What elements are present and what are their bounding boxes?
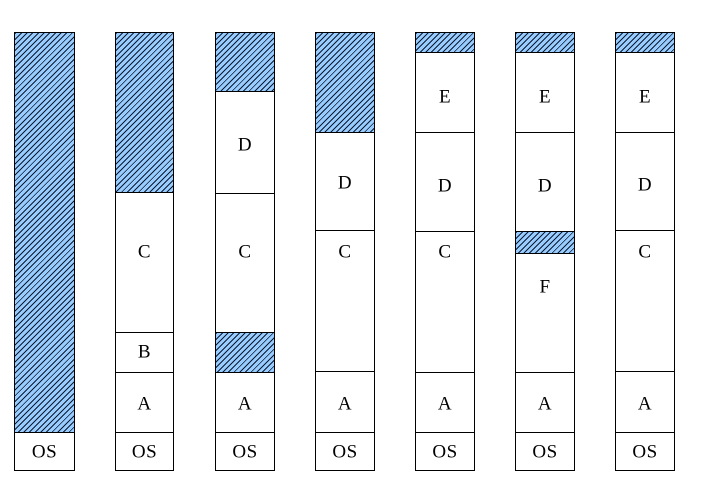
memory-column-2: C B A OS <box>115 32 174 471</box>
segment-OS: OS <box>616 433 674 470</box>
segment-label-A: A <box>137 393 152 415</box>
segment-label-OS: OS <box>432 441 458 463</box>
memory-column-1: OS <box>14 32 75 471</box>
segment-label-D: D <box>537 175 553 197</box>
segment-label-F: F <box>539 276 551 298</box>
segment-label-D: D <box>437 175 453 197</box>
segment-OS: OS <box>15 433 74 470</box>
segment-E: E <box>416 53 474 133</box>
segment-label-D: D <box>337 172 353 194</box>
segment-label-A: A <box>237 393 253 415</box>
segment-C: C <box>116 193 173 333</box>
segment-label-C: C <box>638 241 652 263</box>
segment-D: D <box>616 133 674 231</box>
segment-OS: OS <box>316 433 374 470</box>
segment-D: D <box>416 133 474 232</box>
segment-label-C: C <box>137 241 152 263</box>
segment-A: A <box>516 373 574 433</box>
segment-A: A <box>316 372 374 433</box>
segment-label-OS: OS <box>532 441 558 463</box>
segment-E: E <box>616 53 674 133</box>
segment-A: A <box>216 373 274 433</box>
memory-column-5: E D C A OS <box>415 32 475 471</box>
segment-label-OS: OS <box>31 441 58 463</box>
memory-column-4: D C A OS <box>315 32 375 471</box>
segment-C: C <box>416 232 474 373</box>
segment-OS: OS <box>116 433 173 470</box>
segment-label-E: E <box>638 86 652 108</box>
free-region-hatch <box>216 33 274 92</box>
segment-E: E <box>516 53 574 133</box>
segment-C: C <box>616 231 674 372</box>
segment-D: D <box>516 133 574 232</box>
segment-label-C: C <box>438 241 452 263</box>
segment-label-E: E <box>438 86 452 108</box>
free-region-hatch <box>316 33 374 133</box>
free-region-hatch <box>416 33 474 53</box>
segment-C: C <box>216 194 274 333</box>
memory-column-7: E D C A OS <box>615 32 675 471</box>
segment-OS: OS <box>216 433 274 470</box>
segment-OS: OS <box>516 433 574 470</box>
segment-label-D: D <box>637 174 653 196</box>
segment-label-OS: OS <box>632 441 658 463</box>
segment-A: A <box>116 373 173 433</box>
memory-column-3: D C A OS <box>215 32 275 471</box>
segment-C: C <box>316 231 374 372</box>
segment-D: D <box>316 133 374 231</box>
segment-F: F <box>516 254 574 373</box>
free-region-hatch <box>116 33 173 193</box>
segment-label-A: A <box>337 393 353 415</box>
segment-label-C: C <box>338 241 352 263</box>
segment-label-C: C <box>238 241 252 263</box>
free-region-hatch <box>516 33 574 53</box>
segment-B: B <box>116 333 173 373</box>
memory-column-6: E D F A OS <box>515 32 575 471</box>
segment-label-OS: OS <box>332 441 358 463</box>
segment-OS: OS <box>416 433 474 470</box>
segment-label-OS: OS <box>232 441 258 463</box>
segment-label-D: D <box>237 134 253 156</box>
segment-label-A: A <box>437 393 453 415</box>
segment-D: D <box>216 92 274 194</box>
segment-label-B: B <box>137 341 152 363</box>
free-region-hatch <box>516 232 574 254</box>
free-region-hatch <box>216 333 274 373</box>
segment-label-OS: OS <box>131 441 158 463</box>
segment-A: A <box>616 372 674 433</box>
segment-label-A: A <box>537 393 553 415</box>
free-region-hatch <box>616 33 674 53</box>
segment-A: A <box>416 373 474 433</box>
segment-label-A: A <box>637 393 653 415</box>
free-region-hatch <box>15 33 74 433</box>
segment-label-E: E <box>538 86 552 108</box>
